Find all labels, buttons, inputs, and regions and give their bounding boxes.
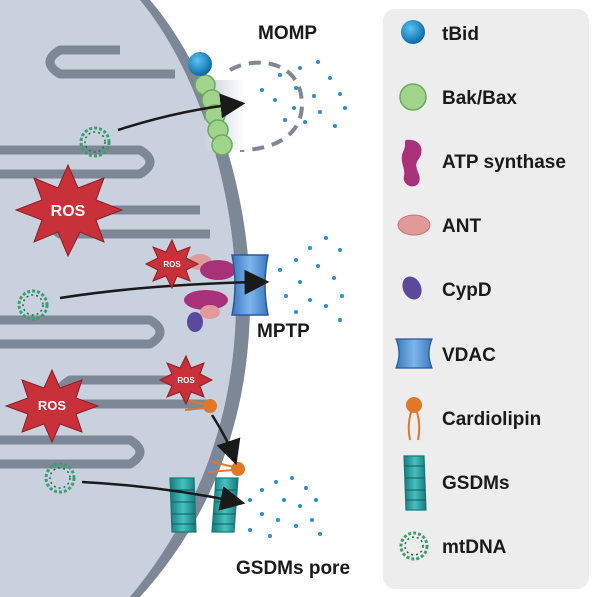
gsdms-pore-label: GSDMs pore xyxy=(236,558,350,579)
mptp-released-dots xyxy=(278,236,344,322)
ant-icon xyxy=(397,214,431,236)
legend-label-mtdna: mtDNA xyxy=(442,537,507,558)
mptp-label: MPTP xyxy=(257,321,310,342)
momp-pore-outline xyxy=(228,60,304,152)
cypd-icon xyxy=(402,276,422,300)
cardiolipin-upper xyxy=(184,399,217,413)
mtdna-matrix-3 xyxy=(44,462,76,494)
svg-text:ROS: ROS xyxy=(51,203,86,220)
momp-released-dots xyxy=(260,60,347,128)
mtdna-matrix-1 xyxy=(79,126,111,158)
svg-text:ROS: ROS xyxy=(38,398,67,413)
legend-label-gsdms: GSDMs xyxy=(442,473,510,494)
legend-label-tbid: tBid xyxy=(442,24,479,45)
ros-burst-small-2: ROS xyxy=(158,354,214,406)
legend-label-ant: ANT xyxy=(442,216,481,237)
legend: tBid Bak/Bax ATP synthase ANT CypD VDAC xyxy=(395,20,566,561)
tbid-icon xyxy=(188,52,212,76)
ros-burst-small-1: ROS xyxy=(144,238,200,290)
mptp-arrow xyxy=(59,269,270,300)
gsdms-released-dots xyxy=(248,476,322,538)
momp-label: MOMP xyxy=(258,23,317,44)
gsdms-arrow xyxy=(81,480,246,511)
svg-text:ROS: ROS xyxy=(163,260,181,269)
ros-burst-large-1: ROS xyxy=(14,163,124,258)
mtdna-icon xyxy=(399,531,429,561)
legend-label-cypd: CypD xyxy=(442,280,492,301)
svg-text:ROS: ROS xyxy=(177,376,195,385)
legend-label-atp-synthase: ATP synthase xyxy=(442,152,566,173)
legend-label-bak-bax: Bak/Bax xyxy=(442,88,517,109)
legend-label-vdac: VDAC xyxy=(442,345,496,366)
cardiolipin-icon xyxy=(406,397,422,441)
legend-label-cardiolipin: Cardiolipin xyxy=(442,409,541,430)
ros-burst-large-2: ROS xyxy=(4,368,100,444)
momp-arrow xyxy=(117,93,246,132)
bak-bax-icon xyxy=(399,83,427,111)
vdac-channel xyxy=(231,254,269,316)
mtdna-matrix-2 xyxy=(17,289,49,321)
cardiolipin-lower xyxy=(207,461,245,476)
cardiolipin-arrow xyxy=(210,414,241,466)
atp-synthase-icon xyxy=(401,139,422,187)
tbid-icon xyxy=(401,20,425,44)
gsdms-icon xyxy=(403,455,427,511)
vdac-icon xyxy=(395,338,433,369)
